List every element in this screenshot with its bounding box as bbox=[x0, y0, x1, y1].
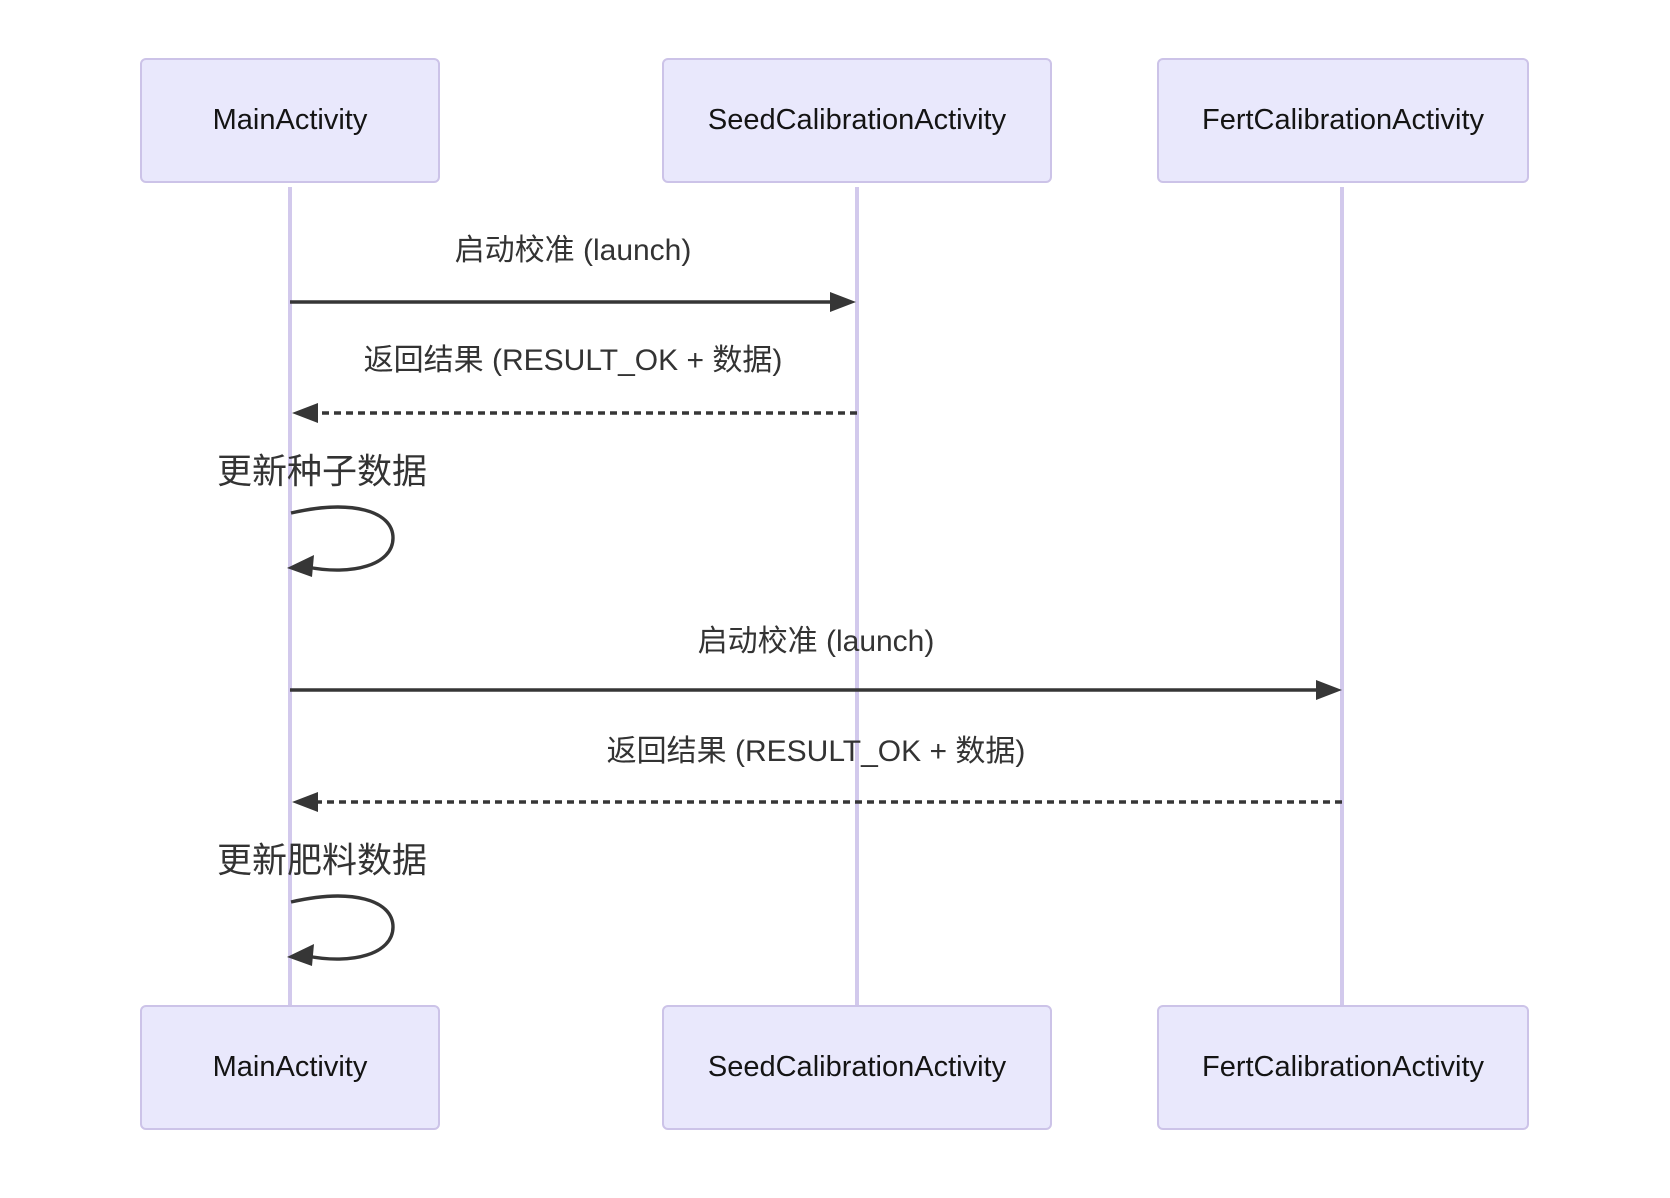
message-4-label: 启动校准 (launch) bbox=[697, 625, 935, 658]
message-1-arrowhead bbox=[830, 292, 856, 312]
actor-label: SeedCalibrationActivity bbox=[707, 104, 1007, 136]
message-4-arrowhead bbox=[1316, 680, 1342, 700]
actor-top-seedcalibrationactivity: SeedCalibrationActivity bbox=[662, 58, 1052, 183]
message-2-arrowhead bbox=[292, 403, 318, 423]
message-3-self-loop-curve bbox=[290, 505, 395, 572]
message-5-label: 返回结果 (RESULT_OK + 数据) bbox=[606, 735, 1026, 768]
message-5-arrowhead bbox=[292, 792, 318, 812]
lifeline-fertcalibrationactivity bbox=[1340, 187, 1344, 1005]
message-3-label: 更新种子数据 bbox=[216, 452, 428, 492]
actor-bottom-seedcalibrationactivity: SeedCalibrationActivity bbox=[662, 1005, 1052, 1130]
actor-top-fertcalibrationactivity: FertCalibrationActivity bbox=[1157, 58, 1529, 183]
actor-label: FertCalibrationActivity bbox=[1201, 1051, 1485, 1083]
message-2-label: 返回结果 (RESULT_OK + 数据) bbox=[363, 344, 783, 377]
lifeline-seedcalibrationactivity bbox=[855, 187, 859, 1005]
actor-label: SeedCalibrationActivity bbox=[707, 1051, 1007, 1083]
actor-label: MainActivity bbox=[212, 1051, 368, 1083]
message-6-self-loop-curve bbox=[290, 894, 395, 961]
actor-bottom-mainactivity: MainActivity bbox=[140, 1005, 440, 1130]
actor-label: FertCalibrationActivity bbox=[1201, 104, 1485, 136]
actor-bottom-fertcalibrationactivity: FertCalibrationActivity bbox=[1157, 1005, 1529, 1130]
message-6-label: 更新肥料数据 bbox=[216, 841, 428, 881]
lifeline-mainactivity bbox=[288, 187, 292, 1005]
actor-label: MainActivity bbox=[212, 104, 368, 136]
actor-top-mainactivity: MainActivity bbox=[140, 58, 440, 183]
message-1-label: 启动校准 (launch) bbox=[454, 234, 692, 267]
